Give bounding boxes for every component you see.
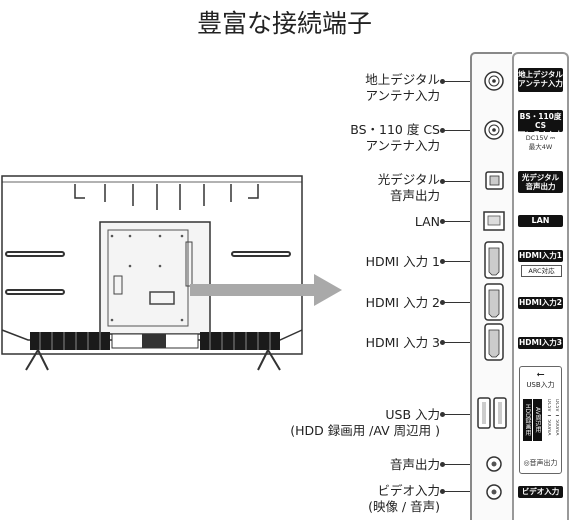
strip-optical: 光デジタル音声出力 bbox=[518, 171, 563, 193]
optical-port-icon bbox=[485, 171, 504, 190]
label-hdmi2: HDMI 入力 2 bbox=[365, 295, 440, 310]
strip-usb-box: ⭠ USB入力 HDD録画用 AV周辺用 DC5V ⎓ 500mA DC5V ⎓… bbox=[519, 366, 562, 474]
leader-audio-out bbox=[442, 464, 486, 465]
hdmi2-port-icon bbox=[484, 283, 504, 321]
strip-usb-hdd: HDD録画用 bbox=[523, 399, 532, 441]
label-hdmi3: HDMI 入力 3 bbox=[365, 335, 440, 350]
leader-hdmi3 bbox=[442, 342, 486, 343]
tv-back-illustration bbox=[1, 175, 303, 371]
strip-hdmi2: HDMI入力2 bbox=[518, 297, 563, 309]
label-audio-out: 音声出力 bbox=[389, 457, 440, 472]
leader-hdmi1 bbox=[442, 261, 486, 262]
label-video-in: ビデオ入力(映像 / 音声) bbox=[368, 483, 440, 514]
headphone-icon: ◎ bbox=[523, 459, 530, 467]
bs-cs-antenna-icon bbox=[484, 120, 504, 140]
usb-port-icon bbox=[477, 397, 507, 429]
label-hdmi1: HDMI 入力 1 bbox=[365, 254, 440, 269]
leader-bs-cs bbox=[442, 130, 486, 131]
strip-audio-out: ◎音声出力 bbox=[523, 459, 558, 467]
lan-port-icon bbox=[483, 211, 505, 231]
strip-arc: ARC対応 bbox=[521, 265, 562, 277]
strip-video-in: ビデオ入力 bbox=[518, 486, 563, 498]
strip-lan: LAN bbox=[518, 215, 563, 227]
label-optical: 光デジタル音声出力 bbox=[377, 172, 440, 203]
strip-hdmi3: HDMI入力3 bbox=[518, 337, 563, 349]
leader-usb bbox=[442, 414, 478, 415]
audio-out-jack-icon bbox=[486, 456, 502, 472]
page-title: 豊富な接続端子 bbox=[196, 9, 372, 38]
connector-icons bbox=[477, 71, 507, 500]
hdmi3-port-icon bbox=[484, 323, 504, 361]
leader-video-in bbox=[442, 491, 486, 492]
strip-usb-av: AV周辺用 bbox=[533, 399, 542, 441]
label-lan: LAN bbox=[414, 214, 440, 229]
leader-optical bbox=[442, 181, 486, 182]
leader-terrestrial bbox=[442, 81, 486, 82]
video-in-jack-icon bbox=[486, 484, 502, 500]
leader-lan bbox=[442, 221, 482, 222]
strip-usb: USB入力 bbox=[526, 381, 555, 389]
usb-icon: ⭠ bbox=[536, 369, 545, 380]
leader-hdmi2 bbox=[442, 302, 486, 303]
strip-usb-power-b: DC5V ⎓ 500mA bbox=[554, 399, 559, 436]
label-usb: USB 入力(HDD 録画用 /AV 周辺用 ) bbox=[290, 407, 440, 438]
label-terrestrial: 地上デジタルアンテナ入力 bbox=[365, 72, 440, 103]
pointer-arrow bbox=[190, 274, 342, 306]
strip-terrestrial: 地上デジタルアンテナ入力 bbox=[518, 68, 563, 92]
terrestrial-antenna-icon bbox=[484, 71, 504, 91]
strip-usb-power-a: DC5V ⎓ 500mA bbox=[546, 399, 551, 436]
strip-bs-cs-power: DC15V ⎓最大4W bbox=[525, 134, 556, 151]
hdmi1-port-icon bbox=[484, 241, 504, 279]
strip-hdmi1: HDMI入力1 bbox=[518, 250, 563, 262]
